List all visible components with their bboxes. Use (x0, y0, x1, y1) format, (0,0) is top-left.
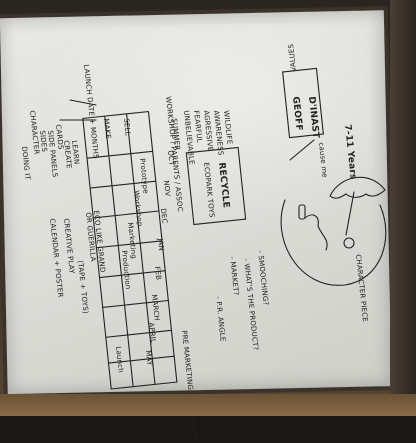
character-figure (298, 204, 306, 220)
month-3: DEC (159, 208, 169, 225)
geoff-box (282, 67, 324, 139)
month-4: JAN (156, 238, 166, 252)
marker-drawings (59, 67, 387, 390)
month-2: NOV (162, 180, 172, 197)
month-1: OCT (166, 150, 176, 167)
row-label-sell: SELL (122, 118, 132, 137)
month-5: FEB (153, 266, 163, 281)
recycle-box (185, 146, 247, 226)
room-wall-edge (390, 0, 416, 416)
month-8: MAY (144, 350, 154, 366)
character-body (304, 214, 328, 251)
character-head (343, 237, 355, 249)
character-circle (280, 199, 387, 286)
umbrella-sketch (329, 176, 386, 199)
timeline-grid (82, 110, 178, 390)
room-floor (0, 394, 416, 416)
